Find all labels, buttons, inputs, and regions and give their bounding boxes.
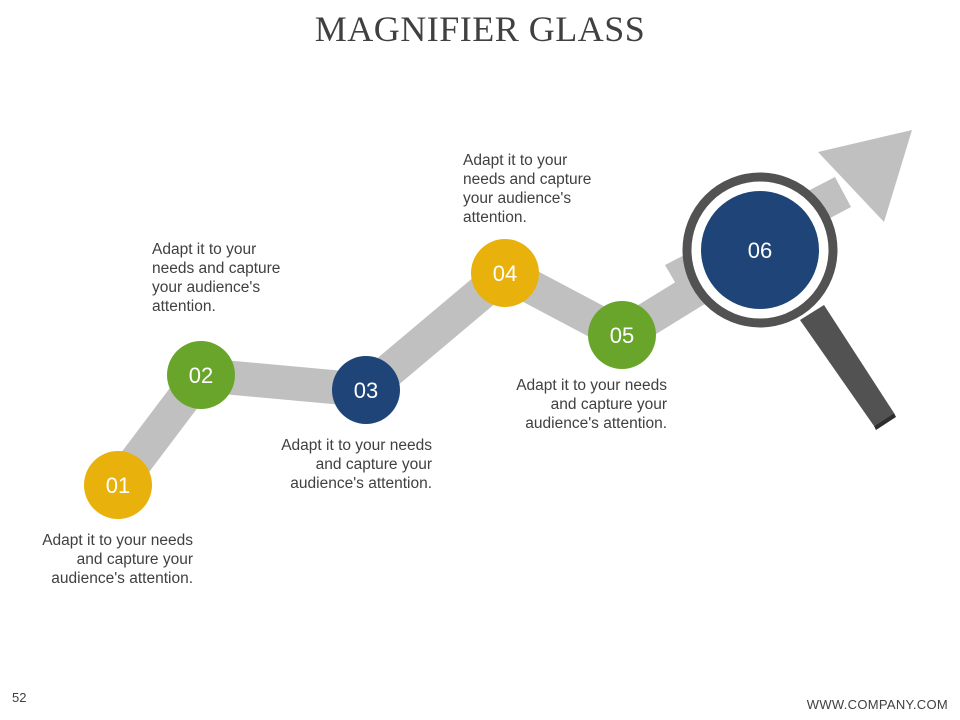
step-03-label: 03 [354,378,378,403]
magnifier-handle [800,305,894,426]
step-01-label: 01 [106,473,130,498]
step-01: 01 [84,451,152,519]
step-04-description: Adapt it to your needs and capture your … [463,152,592,226]
step-05-circle [588,301,656,369]
footer-website: WWW.COMPANY.COM [806,697,948,712]
page-number: 52 [12,690,27,705]
step-02: 02 [167,341,235,409]
step-05: 05 [588,301,656,369]
magnifier-handle-shadow [874,413,896,430]
step-01-circle [84,451,152,519]
step-03: 03 [332,356,400,424]
step-03-circle [332,356,400,424]
step-04-label: 04 [493,261,517,286]
arrow-head [818,130,912,222]
step-02-label: 02 [189,363,213,388]
step-02-circle [167,341,235,409]
step-02-description: Adapt it to your needs and capture your … [152,241,281,315]
step-04: 04 [471,239,539,307]
step-03-description: Adapt it to your needs and capture your … [281,437,432,492]
step-04-circle [471,239,539,307]
step-01-description: Adapt it to your needs and capture your … [42,532,193,587]
step-06: 06 [701,191,819,309]
step-06-circle [701,191,819,309]
step-05-label: 05 [610,323,634,348]
step-05-description: Adapt it to your needs and capture your … [516,377,667,432]
slide-title: MAGNIFIER GLASS [314,9,646,49]
step-06-label: 06 [748,238,772,263]
